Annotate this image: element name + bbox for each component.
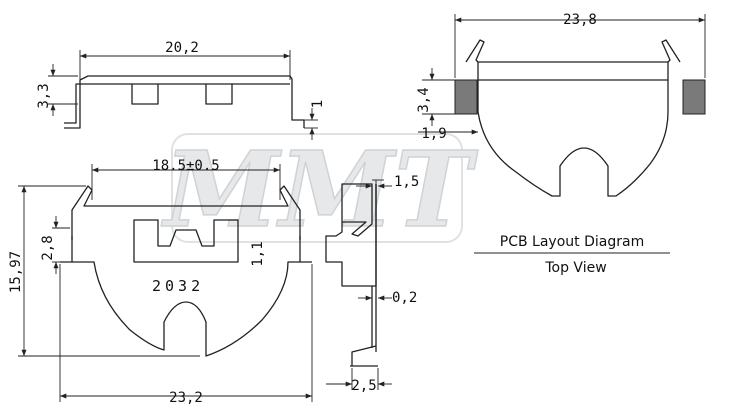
tab-width-label: 1,1: [250, 241, 266, 266]
total-height-label: 15,97: [8, 251, 24, 293]
front-view: 1,5 0,2 2,5: [325, 174, 419, 394]
watermark-text: MMT: [161, 128, 478, 251]
part-number-label: 2032: [152, 277, 204, 295]
total-width-label: 23,2: [169, 390, 203, 406]
top-view: 2032 18.5±0.5 15,97 2,8 1,1 23,2: [8, 158, 313, 406]
pcb-pad-height-label: 3,4: [416, 87, 432, 112]
front-bottom-width-label: 2,5: [351, 378, 376, 394]
caption-subtitle: Top View: [544, 260, 606, 276]
pcb-pad-offset-label: 1,9: [421, 126, 446, 142]
caption-title: PCB Layout Diagram: [500, 234, 644, 250]
front-thickness-label: 0,2: [392, 290, 417, 306]
side-height-label: 3,3: [36, 83, 52, 108]
side-view: 20,2 3,3 1: [36, 40, 326, 140]
front-top-width-label: 1,5: [394, 174, 419, 190]
side-width-label: 20,2: [165, 40, 199, 56]
pcb-width-label: 23,8: [563, 12, 597, 28]
pcb-pad-left: [454, 79, 478, 115]
inner-width-label: 18.5±0.5: [152, 158, 219, 174]
side-thickness-label: 1: [310, 100, 326, 108]
pcb-pad-right: [682, 79, 706, 115]
caption: PCB Layout Diagram Top View: [474, 234, 670, 276]
pin-height-label: 2,8: [40, 235, 56, 260]
watermark-logo: MMT: [160, 127, 479, 252]
pcb-layout-view: 23,8 3,4 1,9: [416, 12, 706, 197]
